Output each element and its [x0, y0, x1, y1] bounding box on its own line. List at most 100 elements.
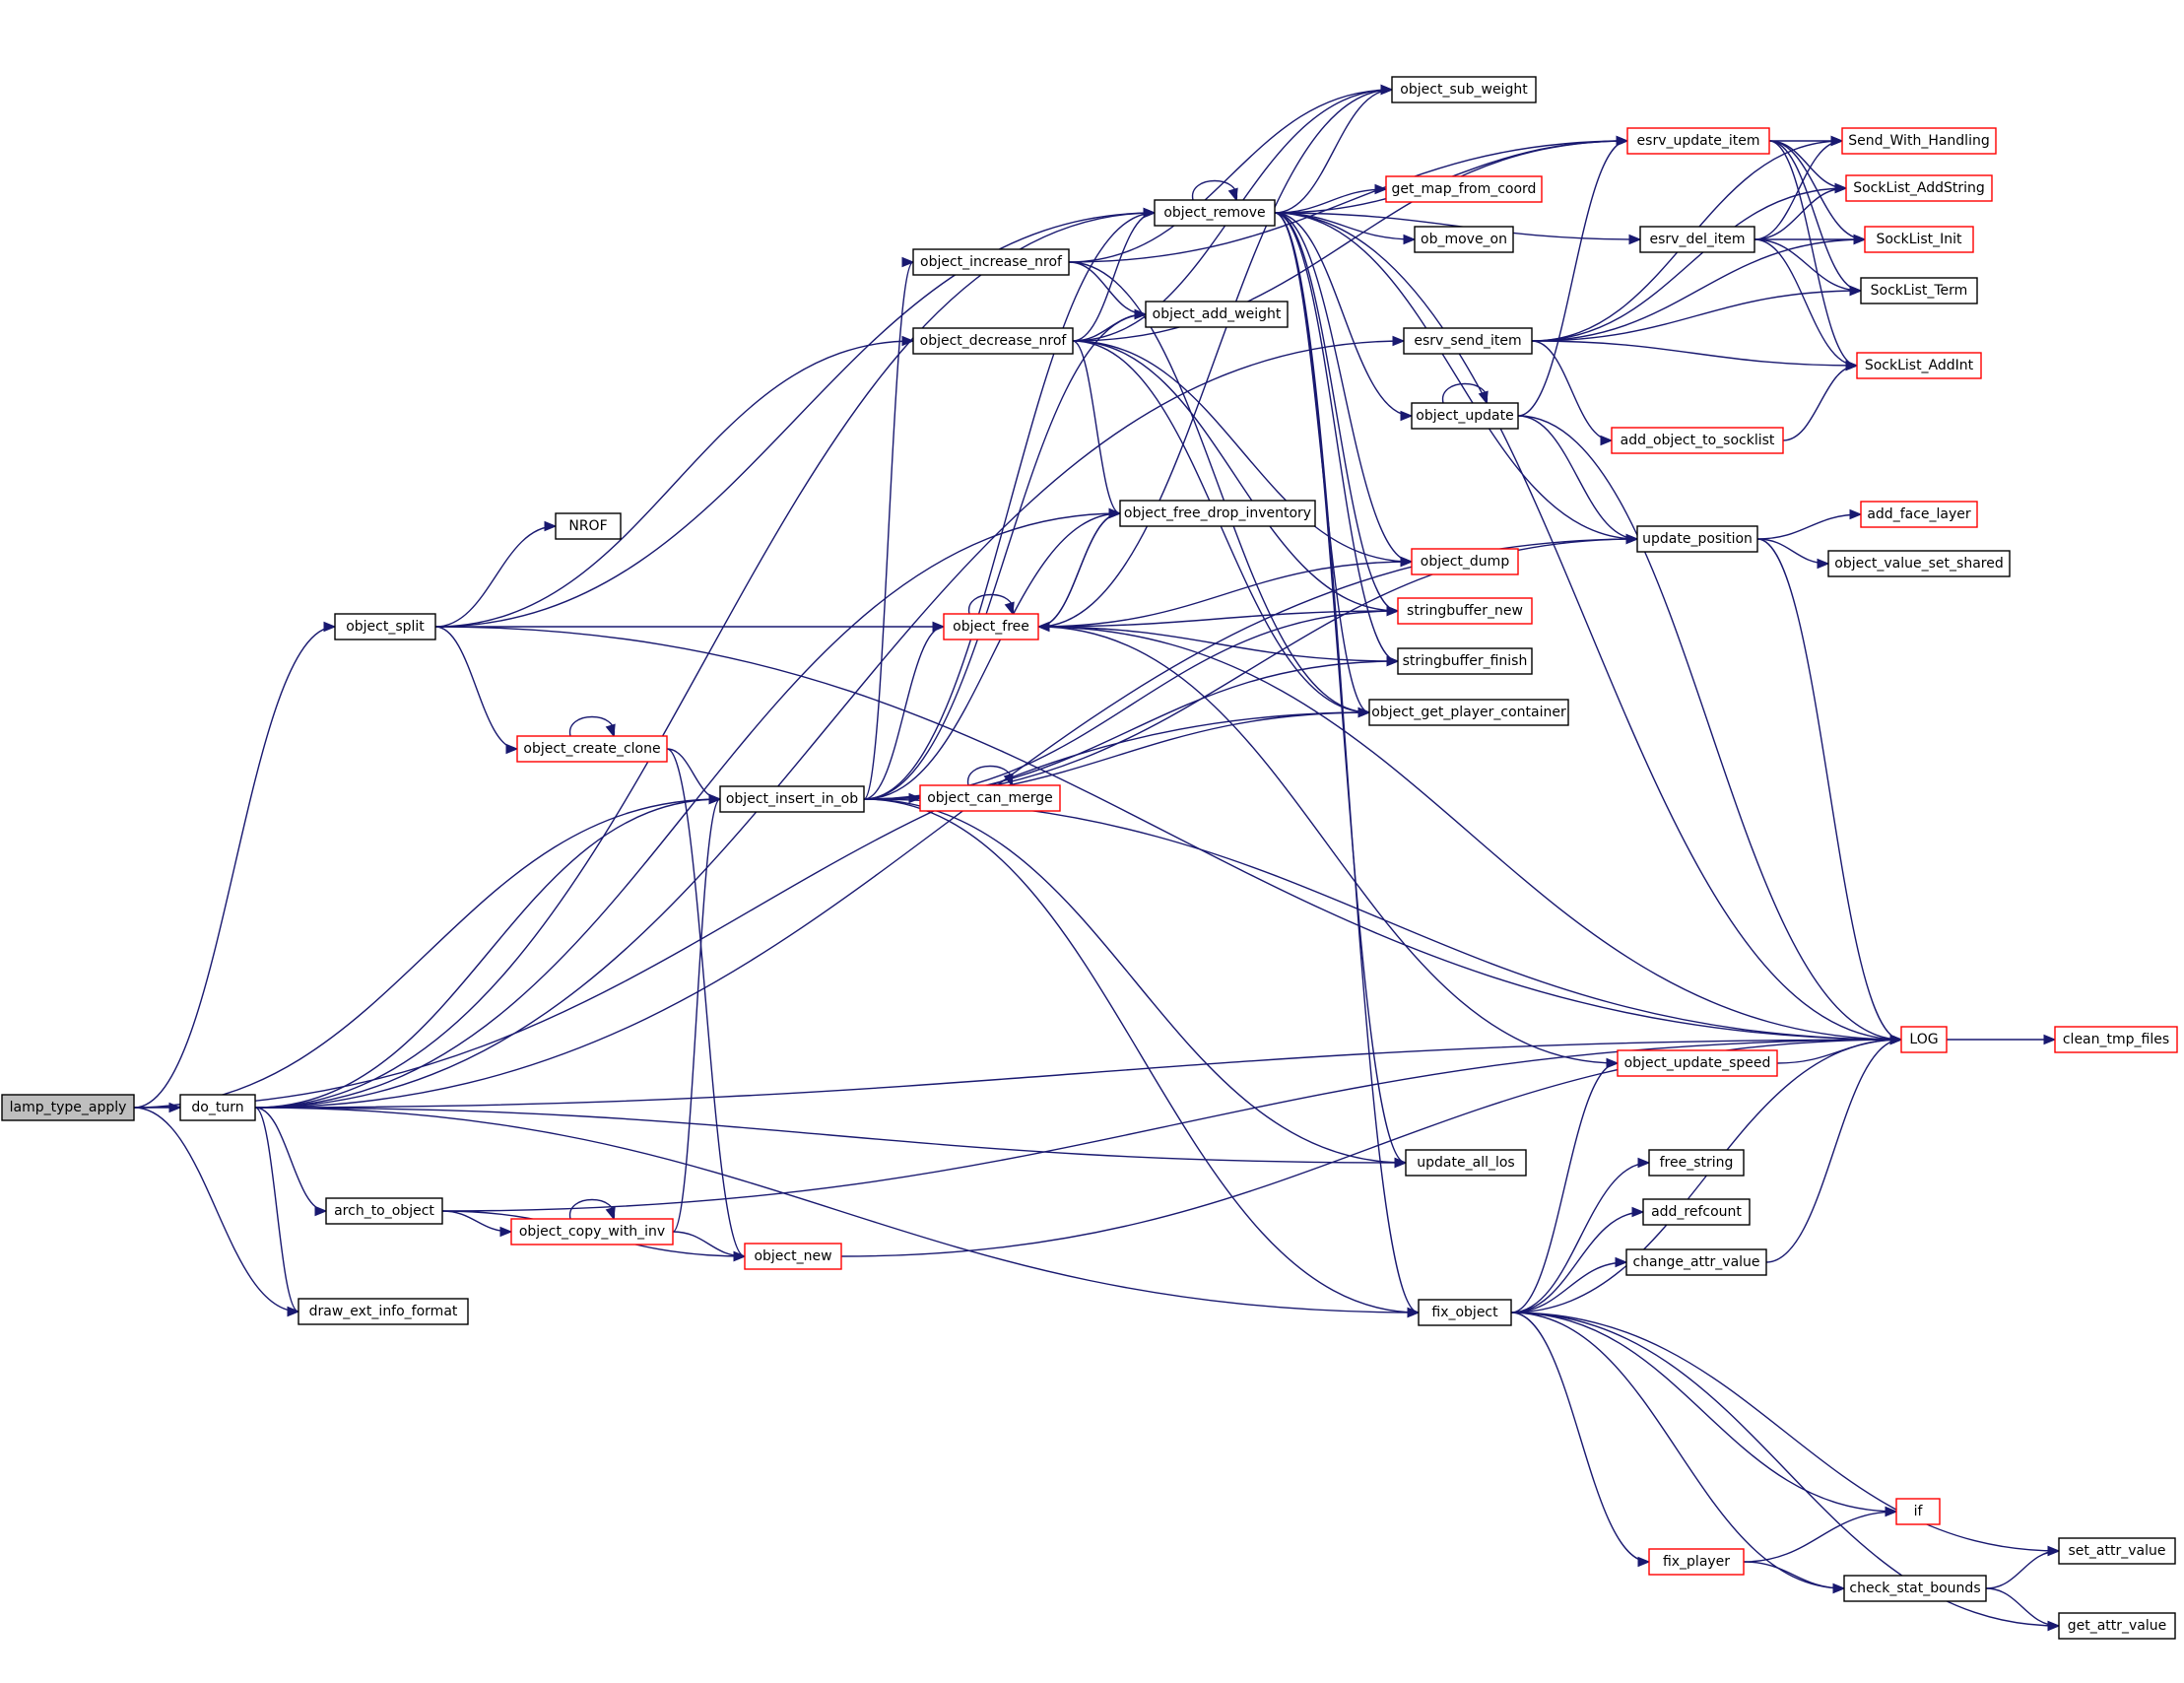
edge-object_increase_nrof-to-object_sub_weight	[1068, 89, 1393, 263]
node-stringbuffer_finish[interactable]: stringbuffer_finish	[1397, 647, 1533, 675]
node-box	[1860, 277, 1978, 304]
edge-object_decrease_nrof-to-stringbuffer_new	[1072, 340, 1399, 612]
node-free_string[interactable]: free_string	[1648, 1149, 1745, 1177]
node-box	[1391, 76, 1537, 103]
node-label: set_attr_value	[2069, 1543, 2166, 1559]
edge-fix_object-to-add_refcount	[1510, 1211, 1644, 1313]
node-esrv_send_item[interactable]: esrv_send_item	[1403, 327, 1533, 355]
node-box	[1860, 501, 1978, 528]
node-object_new[interactable]: object_new	[744, 1243, 842, 1270]
node-label: stringbuffer_new	[1407, 603, 1523, 619]
node-change_attr_value[interactable]: change_attr_value	[1625, 1248, 1767, 1276]
arrowhead-object_decrease_nrof-to-object_remove	[1143, 207, 1157, 219]
node-object_copy_with_inv[interactable]: object_copy_with_inv	[510, 1218, 674, 1245]
node-label: free_string	[1660, 1155, 1734, 1171]
node-label: update_all_los	[1417, 1155, 1514, 1171]
edge-fix_object-to-if	[1510, 1312, 1897, 1513]
edge-esrv_send_item-to-add_object_to_socklist	[1531, 340, 1613, 441]
node-box	[1900, 1026, 1948, 1053]
node-object_remove[interactable]: object_remove	[1154, 199, 1276, 227]
node-label: object_free	[953, 619, 1029, 635]
node-set_attr_value[interactable]: set_attr_value	[2058, 1537, 2176, 1565]
node-object_sub_weight[interactable]: object_sub_weight	[1391, 76, 1537, 103]
arrowhead-object_remove-to-esrv_del_item	[1628, 234, 1642, 245]
arrowhead-object_remove-to-object_remove	[1227, 187, 1238, 202]
node-arch_to_object[interactable]: arch_to_object	[325, 1197, 443, 1225]
node-object_dump[interactable]: object_dump	[1411, 548, 1519, 575]
node-LOG[interactable]: LOG	[1900, 1026, 1948, 1053]
node-label: object_update	[1416, 408, 1513, 424]
node-object_add_weight[interactable]: object_add_weight	[1145, 301, 1289, 328]
edge-object_insert_in_ob-to-object_increase_nrof	[863, 261, 914, 800]
arrowhead-object_remove-to-stringbuffer_finish	[1386, 655, 1400, 667]
edge-object_free-to-object_sub_weight	[1037, 89, 1393, 628]
edge-lamp_type_apply-to-draw_ext_info_format	[133, 1107, 299, 1313]
arrowhead-update_position-to-add_face_layer	[1849, 508, 1863, 520]
node-object_can_merge[interactable]: object_can_merge	[919, 784, 1061, 812]
node-SockList_Term[interactable]: SockList_Term	[1860, 277, 1978, 304]
edge-fix_object-to-fix_player	[1510, 1312, 1650, 1563]
node-check_stat_bounds[interactable]: check_stat_bounds	[1843, 1575, 1987, 1602]
node-object_value_set_shared[interactable]: object_value_set_shared	[1827, 550, 2011, 577]
edge-esrv_update_item-to-SockList_AddInt	[1768, 140, 1858, 367]
node-object_get_player_container[interactable]: object_get_player_container	[1368, 699, 1569, 726]
edge-change_attr_value-to-LOG	[1765, 1039, 1902, 1263]
edge-object_insert_in_ob-to-object_free_drop_inventory	[863, 512, 1121, 800]
node-label: lamp_type_apply	[10, 1100, 127, 1115]
node-NROF[interactable]: NROF	[555, 512, 622, 540]
node-object_create_clone[interactable]: object_create_clone	[516, 735, 668, 763]
edge-esrv_del_item-to-Send_With_Handling	[1754, 140, 1843, 240]
node-box	[1397, 597, 1533, 625]
node-update_all_los[interactable]: update_all_los	[1405, 1149, 1527, 1177]
node-label: object_can_merge	[927, 790, 1053, 806]
node-get_attr_value[interactable]: get_attr_value	[2058, 1612, 2176, 1640]
arrowhead-change_attr_value-to-LOG	[1889, 1034, 1903, 1045]
node-object_increase_nrof[interactable]: object_increase_nrof	[912, 248, 1070, 276]
node-add_object_to_socklist[interactable]: add_object_to_socklist	[1611, 427, 1784, 454]
node-box	[1154, 199, 1276, 227]
node-object_insert_in_ob[interactable]: object_insert_in_ob	[719, 785, 865, 813]
node-stringbuffer_new[interactable]: stringbuffer_new	[1397, 597, 1533, 625]
edge-object_decrease_nrof-to-esrv_update_item	[1072, 140, 1628, 342]
edge-update_position-to-LOG	[1756, 538, 1902, 1041]
node-add_refcount[interactable]: add_refcount	[1642, 1198, 1751, 1226]
node-fix_object[interactable]: fix_object	[1418, 1299, 1512, 1326]
node-if[interactable]: if	[1895, 1498, 1941, 1525]
node-box	[179, 1094, 256, 1121]
node-get_map_from_coord[interactable]: get_map_from_coord	[1385, 175, 1543, 203]
node-object_free_drop_inventory[interactable]: object_free_drop_inventory	[1119, 500, 1316, 527]
node-update_position[interactable]: update_position	[1636, 525, 1758, 553]
edge-esrv_update_item-to-SockList_Term	[1768, 140, 1862, 292]
arrowhead-object_decrease_nrof-to-object_add_weight	[1134, 308, 1148, 320]
arrowhead-lamp_type_apply-to-object_split	[323, 621, 337, 633]
arrowhead-object_can_merge-to-object_can_merge	[1003, 773, 1014, 787]
node-draw_ext_info_format[interactable]: draw_ext_info_format	[298, 1298, 469, 1325]
node-object_split[interactable]: object_split	[334, 613, 436, 640]
edge-check_stat_bounds-to-set_attr_value	[1985, 1550, 2060, 1589]
node-ob_move_on[interactable]: ob_move_on	[1414, 226, 1514, 253]
node-object_update[interactable]: object_update	[1411, 402, 1519, 430]
node-clean_tmp_files[interactable]: clean_tmp_files	[2054, 1026, 2178, 1053]
edge-esrv_send_item-to-SockList_Term	[1531, 290, 1862, 342]
node-SockList_AddString[interactable]: SockList_AddString	[1845, 174, 1993, 202]
arrowhead-object_remove-to-fix_object	[1407, 1307, 1421, 1318]
node-label: object_insert_in_ob	[726, 791, 858, 807]
edge-fix_object-to-set_attr_value	[1510, 1312, 2060, 1552]
arrowhead-fix_object-to-object_update_speed	[1606, 1057, 1620, 1069]
node-do_turn[interactable]: do_turn	[179, 1094, 256, 1121]
edge-object_remove-to-get_map_from_coord	[1274, 188, 1387, 214]
node-esrv_update_item[interactable]: esrv_update_item	[1626, 127, 1770, 155]
node-label: check_stat_bounds	[1849, 1581, 1980, 1596]
node-lamp_type_apply[interactable]: lamp_type_apply	[1, 1094, 135, 1121]
node-object_free[interactable]: object_free	[943, 613, 1039, 640]
node-esrv_del_item[interactable]: esrv_del_item	[1639, 226, 1755, 253]
node-box	[1611, 427, 1784, 454]
node-label: esrv_del_item	[1650, 232, 1746, 247]
node-object_decrease_nrof[interactable]: object_decrease_nrof	[912, 327, 1074, 355]
node-add_face_layer[interactable]: add_face_layer	[1860, 501, 1978, 528]
node-Send_With_Handling[interactable]: Send_With_Handling	[1841, 127, 1997, 155]
node-fix_player[interactable]: fix_player	[1648, 1548, 1745, 1576]
node-object_update_speed[interactable]: object_update_speed	[1617, 1049, 1778, 1077]
node-SockList_AddInt[interactable]: SockList_AddInt	[1856, 352, 1982, 379]
node-SockList_Init[interactable]: SockList_Init	[1864, 226, 1974, 253]
